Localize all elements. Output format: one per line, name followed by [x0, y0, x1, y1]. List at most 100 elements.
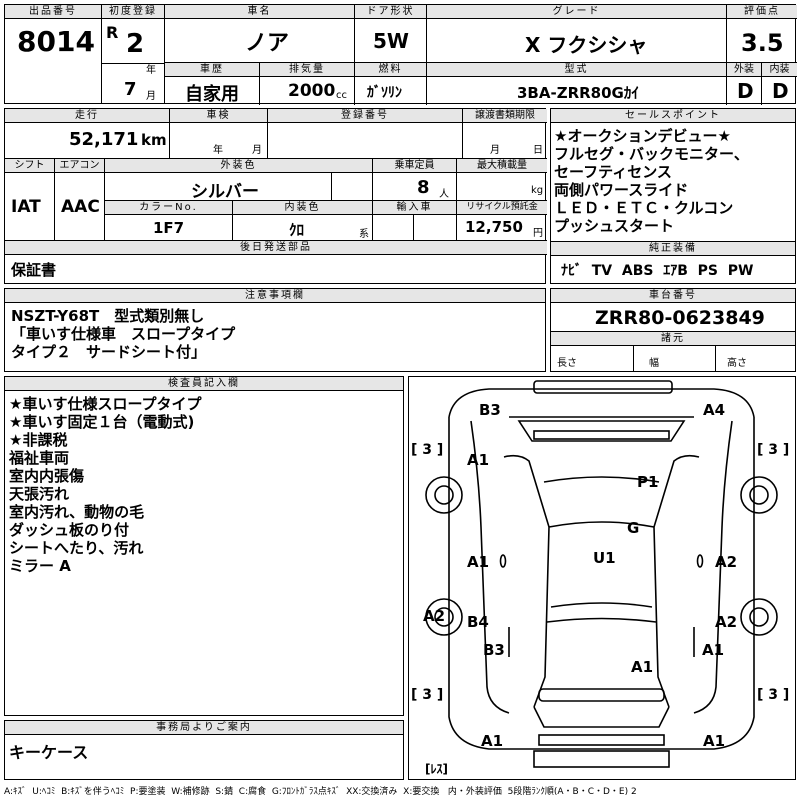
sales-points-block: セールスポイント ★オークションデビュー★ フルセグ・バックモニター、 セーフテ…: [550, 108, 796, 284]
damage-mark: A2: [715, 613, 737, 631]
caution-line: 「車いす仕様車 スロープタイプ: [11, 325, 236, 343]
chassis-block: 車台番号 ZRR80-0623849 諸元 長さ 幅 高さ: [550, 288, 796, 372]
car-name-cell: 車名 ノア: [165, 5, 355, 63]
length-label: 長さ: [557, 358, 577, 369]
tire-tread: [ 3 ]: [757, 687, 789, 703]
spare-tire: [ﾚｽ]: [425, 762, 448, 776]
legend: A:ｷｽﾞ U:ﾍｺﾐ B:ｷｽﾞを伴うﾍｺﾐ P:要塗装 W:補修跡 S:錆 …: [4, 787, 637, 797]
car-diagram: B3 A4 A1 P1 G U1 A1 A2 A2 B4 A2 B3 A1 A1…: [408, 376, 796, 780]
damage-mark: G: [627, 519, 639, 537]
max-load-cell: 最大積載量 kg: [457, 159, 547, 201]
grade-value: X フクシシャ: [525, 33, 648, 57]
first-reg-cell: 初度登録 R 2 年 7 月: [102, 5, 165, 103]
recycle-value: 12,750: [465, 218, 523, 236]
color-no-cell: カラーNo. 1F7: [105, 201, 233, 241]
transfer-month-unit: 月: [490, 145, 500, 156]
office-value: キーケース: [9, 743, 89, 762]
model-label: 型式: [427, 63, 726, 77]
transfer-cell: 譲渡書類期限 月 日: [463, 109, 547, 159]
grade-label: グレード: [427, 5, 726, 19]
damage-mark: B3: [479, 401, 501, 419]
shift-value: IAT: [11, 197, 41, 217]
int-color-label: 内装色: [233, 201, 372, 215]
sales-points-list: ★オークションデビュー★ フルセグ・バックモニター、 セーフティセンス 両側パワ…: [554, 127, 749, 235]
sales-point: 両側パワースライド: [554, 181, 689, 199]
damage-mark: A1: [467, 451, 489, 469]
capacity-unit: 人: [439, 189, 449, 200]
reg-no-label: 登録番号: [268, 109, 462, 123]
reg-year: 2: [126, 29, 145, 59]
fuel-cell: 燃料 ｶﾞｿﾘﾝ: [355, 63, 427, 105]
transfer-label: 譲渡書類期限: [463, 109, 547, 123]
inspector-line: 天張汚れ: [9, 485, 70, 503]
capacity-label: 乗車定員: [373, 159, 456, 173]
sales-point: ＬＥＤ・ＥＴＣ・クルコン: [554, 199, 734, 217]
inspector-line: ミラー A: [9, 557, 71, 575]
inspector-line: ダッシュ板のり付: [9, 521, 130, 539]
shift-cell: シフト IAT: [5, 159, 55, 241]
year-unit: 年: [146, 65, 156, 76]
score-cell: 評価点 3.5: [727, 5, 797, 63]
chassis-label: 車台番号: [551, 289, 795, 303]
interior-label: 内装: [762, 63, 797, 77]
inspection-label: 車検: [170, 109, 267, 123]
insp-year-unit: 年: [213, 145, 223, 156]
later-parts-cell: 後日発送部品 保証書: [5, 241, 547, 283]
lot-cell: 出品番号 8014: [5, 5, 102, 103]
car-name: ノア: [245, 31, 290, 56]
insp-month-unit: 月: [252, 145, 262, 156]
header-block: 出品番号 8014 初度登録 R 2 年 7 月 車名 ノア ドア形状 5W グ…: [4, 4, 797, 105]
sales-point: ★オークションデビュー★: [554, 127, 731, 145]
damage-mark: U1: [593, 549, 616, 567]
first-reg-label: 初度登録: [102, 5, 164, 19]
inspector-label: 検査員記入欄: [5, 377, 403, 391]
width-label: 幅: [649, 358, 659, 369]
height-label: 高さ: [727, 358, 747, 369]
reg-month: 7: [124, 79, 137, 100]
fuel-label: 燃料: [355, 63, 426, 77]
transfer-day-unit: 日: [533, 145, 543, 156]
damage-mark: A1: [467, 553, 489, 571]
displacement-value: 2000: [288, 81, 336, 101]
ext-color-value: シルバー: [191, 182, 259, 202]
month-unit: 月: [146, 91, 156, 102]
reg-no-cell: 登録番号: [268, 109, 463, 159]
tire-tread: [ 3 ]: [411, 687, 443, 703]
damage-mark: A2: [715, 553, 737, 571]
caution-line: NSZT-Y68T 型式類別無し: [11, 307, 205, 325]
score-value: 3.5: [741, 29, 784, 57]
caution-block: 注意事項欄 NSZT-Y68T 型式類別無し 「車いす仕様車 スロープタイプ タ…: [4, 288, 546, 372]
import-label: 輸入車: [373, 201, 456, 215]
history-cell: 車歴 自家用: [165, 63, 260, 105]
inspector-line: 室内汚れ、動物の毛: [9, 503, 145, 521]
later-parts-value: 保証書: [11, 261, 57, 279]
details-block: 走行 52,171 km 車検 年 月 登録番号 譲渡書類期限 月 日 シフト …: [4, 108, 547, 284]
interior-cell: 内装 D: [762, 63, 797, 105]
door-value: 5W: [373, 29, 409, 53]
car-diagram-svg: B3 A4 A1 P1 G U1 A1 A2 A2 B4 A2 B3 A1 A1…: [411, 380, 789, 776]
grade-cell: グレード X フクシシャ: [427, 5, 727, 63]
ext-color-label: 外装色: [105, 159, 372, 173]
recycle-label: リサイクル預託金: [457, 201, 547, 215]
capacity-value: 8: [417, 177, 430, 198]
mileage-label: 走行: [5, 109, 169, 123]
later-parts-label: 後日発送部品: [5, 241, 547, 255]
capacity-cell: 乗車定員 8 人: [373, 159, 457, 201]
damage-mark: A1: [702, 641, 724, 659]
door-label: ドア形状: [355, 5, 426, 19]
ac-value: AAC: [61, 197, 100, 217]
ac-label: エアコン: [55, 159, 104, 173]
inspector-line: シートへたり、汚れ: [9, 539, 144, 557]
damage-mark: A2: [423, 607, 445, 625]
door-cell: ドア形状 5W: [355, 5, 427, 63]
mileage-value: 52,171: [69, 129, 139, 150]
damage-mark: A1: [703, 732, 725, 750]
sales-points-label: セールスポイント: [551, 109, 795, 123]
import-cell: 輸入車: [373, 201, 457, 241]
recycle-cell: リサイクル預託金 12,750 円: [457, 201, 547, 241]
color-no-value: 1F7: [153, 219, 185, 237]
displacement-label: 排気量: [260, 63, 354, 77]
inspector-line: 福祉車両: [9, 449, 70, 467]
max-load-label: 最大積載量: [457, 159, 547, 173]
inspector-line: ★車いす仕様スロープタイプ: [9, 395, 202, 413]
